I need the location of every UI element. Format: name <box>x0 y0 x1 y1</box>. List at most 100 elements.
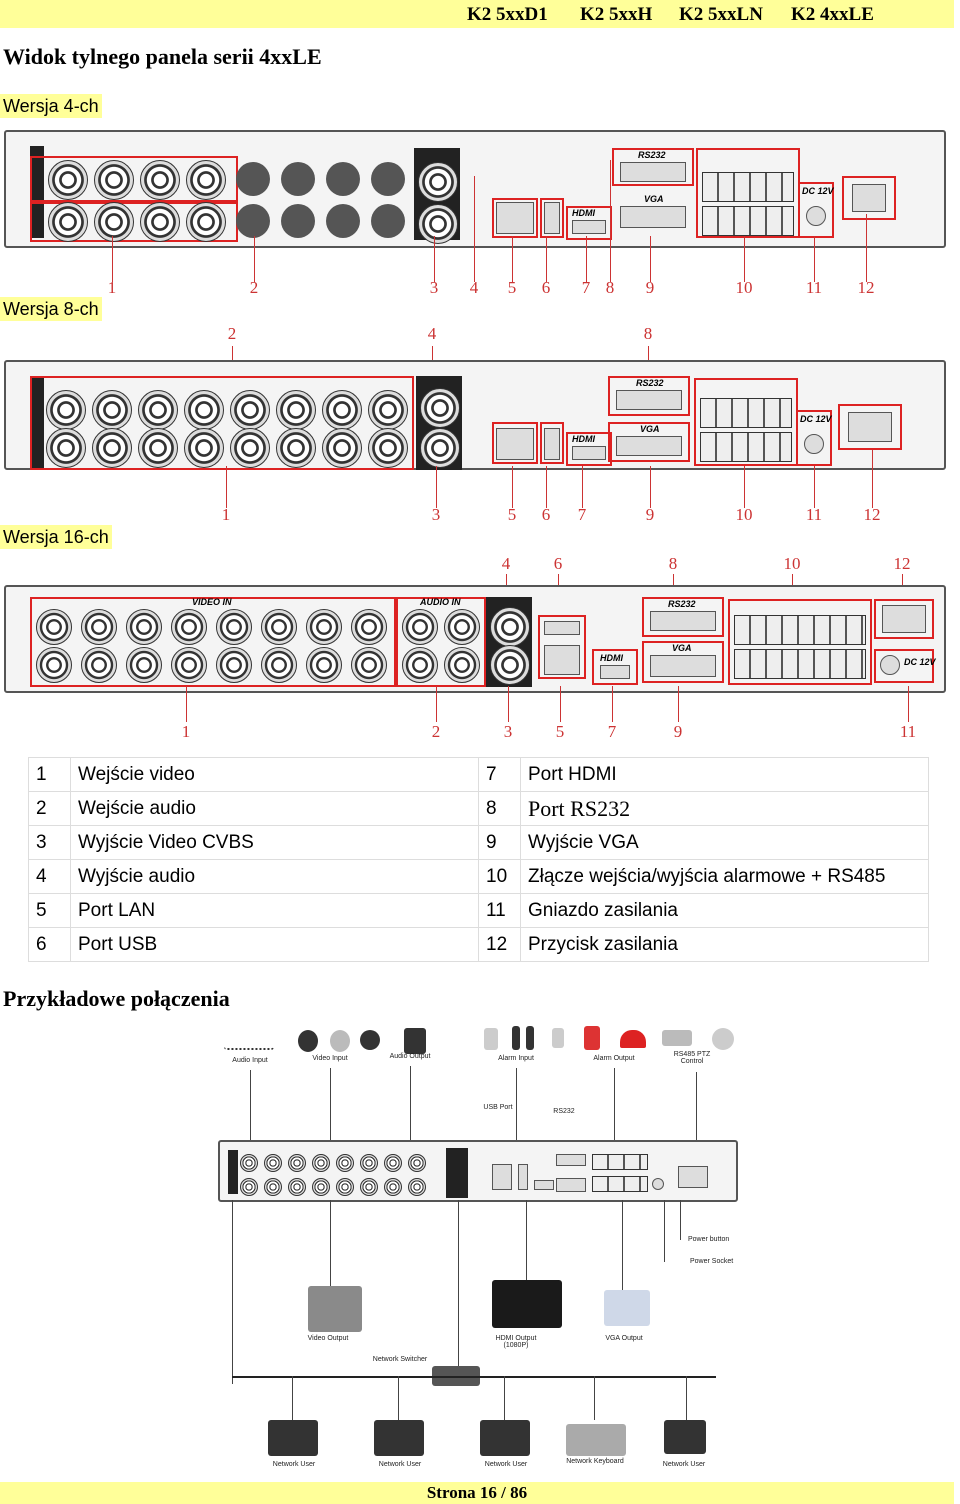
video-in-jack <box>138 428 178 468</box>
version-16ch-label: Wersja 16-ch <box>0 525 112 549</box>
legend-description: Port LAN <box>70 893 479 928</box>
legend-description: Wyjście VGA <box>520 825 929 860</box>
callout-number: 1 <box>221 505 231 524</box>
connector-line <box>594 1376 595 1420</box>
video-in-jack <box>36 609 72 645</box>
connector-line <box>398 1376 399 1420</box>
power-button-label: Power button <box>688 1236 730 1243</box>
jack <box>288 1154 306 1172</box>
jack <box>384 1154 402 1172</box>
callout-number: 5 <box>507 505 517 524</box>
jack <box>240 1154 258 1172</box>
connector-line <box>686 1376 687 1420</box>
callout-number: 10 <box>735 278 753 297</box>
device-label: Network User <box>662 1461 706 1468</box>
audio-in-jack <box>46 390 86 430</box>
legend-description: Wyjście audio <box>70 859 479 894</box>
rs232-port <box>616 390 682 410</box>
video-in-jack <box>92 428 132 468</box>
vga-port <box>556 1178 586 1192</box>
lan-port <box>544 645 580 675</box>
rs232-label: RS232 <box>553 1108 575 1115</box>
audio-in-jack <box>186 160 226 200</box>
video-in-jack <box>306 647 342 683</box>
callout-number: 3 <box>429 278 439 297</box>
alarm-light-icon <box>584 1026 600 1050</box>
vga-port <box>616 436 682 456</box>
callout-line <box>678 686 679 722</box>
examples-title: Przykładowe połączenia <box>3 986 230 1011</box>
connector-line <box>330 1200 331 1286</box>
legend-number: 10 <box>478 859 521 894</box>
audio-in-jack <box>92 390 132 430</box>
alarm-terminal <box>702 172 794 202</box>
callout-line <box>186 686 187 722</box>
legend-description: Gniazdo zasilania <box>520 893 929 928</box>
callout-number: 1 <box>107 278 117 297</box>
device-label: Network User <box>378 1461 422 1468</box>
highlight-hdmi <box>566 206 612 240</box>
callout-number: 12 <box>893 554 911 573</box>
video-in-jack <box>184 428 224 468</box>
highlight-audio-in <box>396 597 486 687</box>
jack <box>336 1178 354 1196</box>
audio-in-label: AUDIO IN <box>420 597 461 607</box>
callout-line <box>512 236 513 282</box>
blank-cap <box>371 162 405 196</box>
usb-port <box>544 428 560 460</box>
computer-icon <box>268 1420 318 1456</box>
model-label: K2 5xxLN <box>679 4 763 25</box>
callout-line <box>512 466 513 508</box>
callout-number: 6 <box>541 505 551 524</box>
lan-port <box>496 428 534 460</box>
callout-number: 11 <box>805 278 823 297</box>
dc12v-label: DC 12V <box>802 186 834 196</box>
video-in-jack <box>48 202 88 242</box>
alarm-terminal <box>592 1176 648 1192</box>
video-in-jack <box>261 609 297 645</box>
alarm-terminal <box>700 398 792 428</box>
power-button <box>848 412 892 442</box>
connector-line <box>622 1200 623 1290</box>
audio-in-jack <box>94 160 134 200</box>
blank-cap <box>371 204 405 238</box>
model-label: K2 5xxD1 <box>467 4 548 25</box>
alarm-terminal <box>700 432 792 462</box>
sensor-icon <box>512 1026 520 1050</box>
callout-number: 6 <box>541 278 551 297</box>
video-in-jack <box>322 428 362 468</box>
highlight-power-socket <box>798 182 834 238</box>
device-label: Audio Input <box>232 1057 268 1064</box>
blank-cap <box>326 162 360 196</box>
callout-line <box>226 466 227 508</box>
video-in-jack <box>216 647 252 683</box>
video-in-jack <box>351 609 387 645</box>
highlight-hdmi <box>592 649 638 685</box>
legend-description: Wejście audio <box>70 791 479 826</box>
legend-number: 5 <box>28 893 71 928</box>
callout-number: 7 <box>577 505 587 524</box>
siren-icon <box>620 1030 646 1048</box>
jack <box>312 1178 330 1196</box>
power-socket <box>652 1178 664 1190</box>
rs232-port <box>620 162 686 182</box>
highlight-power-button <box>874 599 934 639</box>
dc12v-label: DC 12V <box>800 414 832 424</box>
callout-number: 8 <box>605 278 615 297</box>
alarm-terminal <box>702 206 794 236</box>
legend-number: 9 <box>478 825 521 860</box>
highlight-usb-lan <box>538 615 586 679</box>
highlight-hdmi <box>566 432 612 466</box>
device-label: Alarm Input <box>498 1055 534 1062</box>
video-out-jack <box>418 204 458 244</box>
callout-line <box>650 466 651 508</box>
jack <box>408 1154 426 1172</box>
vga-port <box>650 655 716 677</box>
callout-number: 12 <box>863 505 881 524</box>
audio-in-jack <box>368 390 408 430</box>
video-in-jack <box>186 202 226 242</box>
blank-cap <box>281 204 315 238</box>
audio-out-jack <box>420 388 460 428</box>
